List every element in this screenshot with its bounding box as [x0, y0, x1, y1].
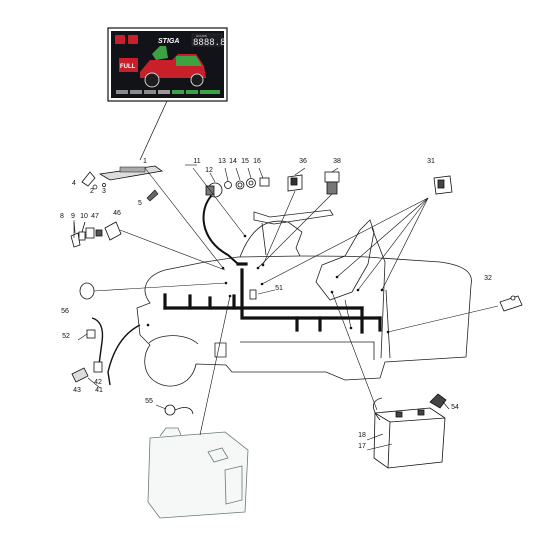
- level-gauge: [116, 90, 220, 94]
- part-label-13: 13: [218, 158, 226, 165]
- part-label-8: 8: [60, 213, 64, 220]
- tractor-icon: FULL: [119, 46, 206, 88]
- part-label-15: 15: [241, 158, 249, 165]
- part-label-4: 4: [72, 180, 76, 187]
- wiring-harness: [163, 262, 382, 334]
- switch-group: [70, 221, 122, 248]
- part-label-10: 10: [80, 213, 88, 220]
- part-label-5: 5: [138, 200, 142, 207]
- part-label-12: 12: [205, 167, 213, 174]
- tractor-outline: [136, 209, 472, 387]
- sensor-32: [499, 295, 523, 312]
- part-label-9: 9: [71, 213, 75, 220]
- part-label-51: 51: [275, 285, 283, 292]
- part-label-46: 46: [113, 210, 121, 217]
- part-label-3: 3: [102, 188, 106, 195]
- hour-readout: 8888.8: [193, 38, 226, 48]
- connector-5: [146, 189, 159, 202]
- part-label-1: 1: [143, 158, 147, 165]
- harness-branch: [71, 317, 141, 386]
- part-label-55: 55: [145, 398, 153, 405]
- part-label-43: 43: [73, 387, 81, 394]
- part-label-56: 56: [61, 308, 69, 315]
- junction-dots: [146, 234, 390, 334]
- battery-cable-54: [373, 393, 447, 421]
- fuel-tank: [147, 427, 249, 519]
- fuel-icon: [115, 35, 125, 44]
- part-label-2: 2: [90, 188, 94, 195]
- part-label-36: 36: [299, 158, 307, 165]
- part-label-31: 31: [427, 158, 435, 165]
- instrument-display: STIGA HOURS 8888.8 FULL: [107, 27, 228, 102]
- part-label-17: 17: [358, 443, 366, 450]
- switch-38: [324, 171, 340, 195]
- part-label-42: 42: [94, 379, 102, 386]
- relay-31: [433, 175, 453, 195]
- part-label-18: 18: [358, 432, 366, 439]
- bracket-4: [81, 171, 96, 187]
- full-indicator: FULL: [120, 64, 136, 70]
- battery: [373, 407, 446, 469]
- screw-3: [102, 183, 106, 187]
- leader-lines: [73, 164, 499, 451]
- hour-label: HOURS: [196, 34, 207, 38]
- part-label-14: 14: [229, 158, 237, 165]
- connector-56: [79, 282, 95, 300]
- part-label-52: 52: [62, 333, 70, 340]
- connector-51: [249, 289, 257, 300]
- part-label-54: 54: [451, 404, 459, 411]
- part-label-47: 47: [91, 213, 99, 220]
- part-label-41: 41: [95, 387, 103, 394]
- fuel-cap-55: [164, 404, 194, 416]
- part-label-38: 38: [333, 158, 341, 165]
- part-label-11: 11: [193, 158, 200, 165]
- ignition-switch: [205, 177, 270, 198]
- screw-2: [92, 184, 98, 190]
- battery-icon: [128, 35, 138, 44]
- ignition-wire: [202, 194, 239, 265]
- part-label-32: 32: [484, 275, 492, 282]
- switch-36: [287, 174, 303, 192]
- part-label-16: 16: [253, 158, 261, 165]
- brand-logo: STIGA: [158, 38, 179, 45]
